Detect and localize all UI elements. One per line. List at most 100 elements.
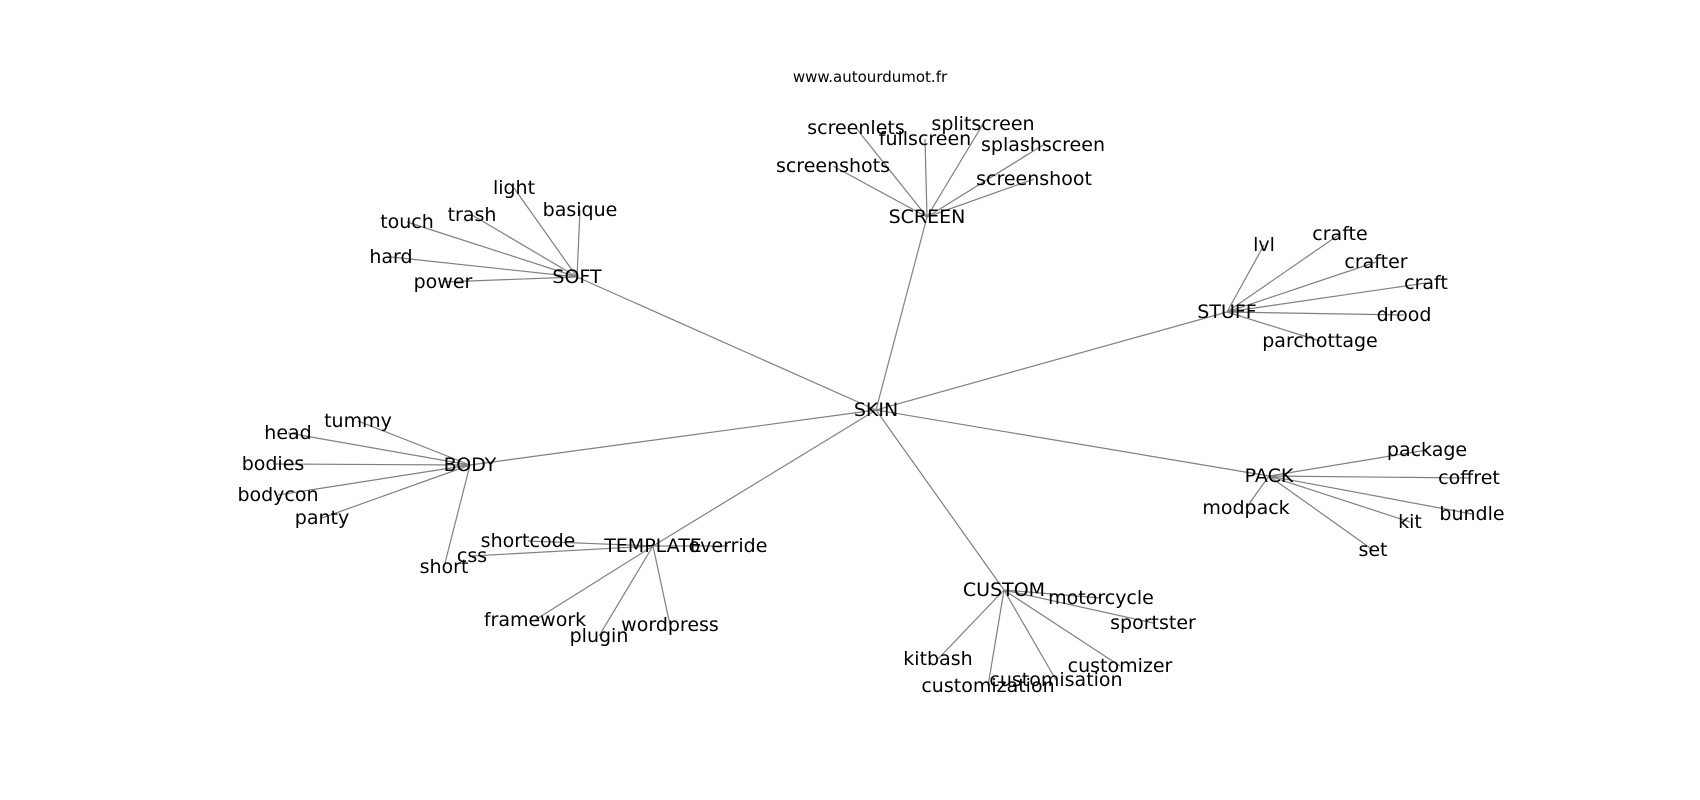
edge-screen-splashscreen [926,144,1044,218]
edge-custom-sportster [1003,589,1154,624]
edge-template-shortcode [527,540,654,547]
edge-pack-kit [1268,475,1411,523]
edge-soft-light [513,187,578,278]
edge-stuff-crafte [1226,233,1341,313]
edge-body-tummy [357,420,471,466]
edge-soft-hard [390,256,578,278]
edge-pack-bundle [1268,475,1473,515]
edge-skin-soft [576,276,877,411]
edge-screen-screenshots [832,165,928,218]
edge-body-bodies [272,463,471,466]
hub-node-template: TEMPLATE [603,535,702,557]
edge-custom-customizer [1003,589,1121,667]
edge-soft-power [442,276,578,283]
edge-custom-kitbash [937,589,1005,660]
leaf-node-bodycon: bodycon [237,484,318,506]
leaf-node-kit: kit [1398,511,1422,533]
hub-node-screen: SCREEN [889,206,966,228]
edge-skin-body [469,409,877,466]
leaf-node-sportster: sportster [1110,612,1196,634]
edge-template-wordpress [652,545,671,626]
edge-stuff-parchottage [1226,311,1321,342]
leaf-node-power: power [414,271,473,293]
graph-labels: SKIN SCREEN screenletsfullscreensplitscree… [237,113,1504,697]
leaf-node-wordpress: wordpress [621,614,719,636]
edge-body-head [287,432,471,466]
leaf-node-head: head [264,422,311,444]
leaf-node-modpack: modpack [1202,497,1289,519]
leaf-node-package: package [1387,439,1467,461]
leaf-node-parchottage: parchottage [1262,330,1378,352]
leaf-node-crafter: crafter [1344,251,1407,273]
hub-node-pack: PACK [1245,465,1294,487]
leaf-node-override: override [689,535,768,557]
edge-screen-splitscreen [926,123,984,218]
leaf-node-trash: trash [448,204,497,226]
leaf-node-splitscreen: splitscreen [931,113,1034,135]
edge-pack-coffret [1268,475,1470,479]
edge-template-plugin [598,545,654,637]
leaf-node-fullscreen: fullscreen [879,128,971,150]
edge-custom-motorcycle [1003,589,1102,599]
leaf-node-panty: panty [295,507,349,529]
edge-skin-screen [875,216,928,411]
edge-soft-touch [406,221,578,278]
leaf-node-short: short [420,556,469,578]
leaf-node-screenshoot: screenshoot [976,168,1092,190]
edge-skin-custom [875,409,1005,591]
edge-screen-fullscreen [924,138,928,218]
hub-node-stuff: STUFF [1197,301,1256,323]
leaf-node-crafte: crafte [1312,223,1367,245]
leaf-node-splashscreen: splashscreen [981,134,1105,156]
edge-stuff-crafter [1226,261,1377,313]
hub-node-custom: CUSTOM [963,579,1045,601]
center-node-label: SKIN [854,399,898,421]
edge-stuff-drood [1226,311,1405,316]
edge-pack-modpack [1245,475,1270,509]
hub-node-soft: SOFT [552,266,602,288]
edge-soft-basique [576,209,581,278]
leaf-node-customization: customization [921,675,1054,697]
leaf-node-customizer: customizer [1068,655,1173,677]
edge-stuff-craft [1226,282,1427,313]
edge-screen-screenshoot [926,178,1035,218]
leaf-node-drood: drood [1377,304,1432,326]
leaf-node-css: css [457,545,487,567]
edge-body-panty [321,464,471,519]
leaf-node-screenshots: screenshots [776,155,890,177]
leaf-node-motorcycle: motorcycle [1048,587,1154,609]
leaf-node-lvl: lvl [1253,234,1275,256]
edge-skin-template [652,409,877,547]
edge-custom-customisation [1003,589,1057,681]
leaf-node-coffret: coffret [1438,467,1500,489]
leaf-node-set: set [1358,539,1387,561]
edge-pack-set [1268,475,1374,551]
leaf-node-screenlets: screenlets [807,117,904,139]
source-credit: www.autourdumot.fr [793,68,948,86]
leaf-node-touch: touch [380,211,434,233]
edge-body-bodycon [277,464,471,496]
leaf-node-kitbash: kitbash [903,648,972,670]
edge-skin-stuff [875,311,1228,411]
leaf-node-customisation: customisation [989,669,1122,691]
edge-soft-trash [471,214,578,278]
leaf-node-craft: craft [1404,272,1448,294]
edge-skin-pack [875,409,1270,477]
leaf-node-bodies: bodies [242,453,305,475]
edge-template-framework [534,545,654,621]
edge-template-css [471,545,654,557]
edge-custom-customization [987,589,1005,687]
leaf-node-bundle: bundle [1439,503,1504,525]
edge-stuff-lvl [1226,244,1265,313]
leaf-node-framework: framework [484,609,586,631]
leaf-node-basique: basique [543,199,618,221]
leaf-node-hard: hard [369,246,412,268]
leaf-node-plugin: plugin [570,625,629,647]
edge-pack-package [1268,449,1428,477]
graph-edges [272,123,1473,687]
leaf-node-tummy: tummy [324,410,392,432]
edge-body-short [443,464,471,568]
leaf-node-shortcode: shortcode [481,530,576,552]
edge-screen-screenlets [855,127,928,218]
